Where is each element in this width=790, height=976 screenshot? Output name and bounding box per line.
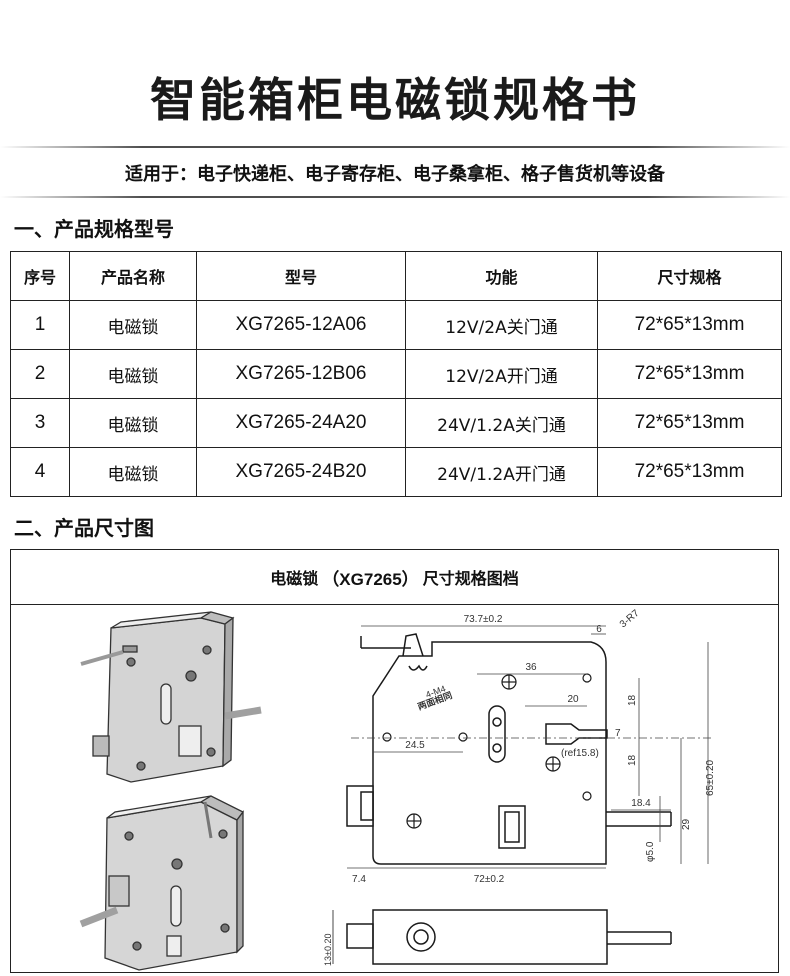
cell-product-name: 电磁锁 (69, 300, 197, 350)
header-function: 功能 (405, 251, 598, 301)
table-row: 1 电磁锁 XG7265-12A06 12V/2A关门通 72*65*13mm (10, 300, 782, 350)
cell-size: 72*65*13mm (597, 349, 782, 399)
dim-ref: (ref15.8) (561, 748, 599, 759)
dim-thickness: 13±0.20 (323, 934, 333, 966)
dim-24-5: 24.5 (405, 740, 425, 751)
subtitle-divider (0, 196, 790, 198)
cell-function: 12V/2A开门通 (405, 349, 598, 399)
dimension-drawing: 73.7±0.2 6 3-R7 36 20 18 18 7 24.5 (ref1… (79, 608, 716, 971)
cell-model: XG7265-24B20 (196, 447, 406, 497)
page-title: 智能箱柜电磁锁规格书 (150, 73, 640, 127)
dim-width-top: 73.7±0.2 (464, 614, 503, 625)
cell-size: 72*65*13mm (597, 447, 782, 497)
section-2-title: 二、产品尺寸图 (14, 516, 154, 540)
drawing-panel-title: 电磁锁 （XG7265） 尺寸规格图档 (11, 550, 778, 605)
header-size: 尺寸规格 (597, 251, 782, 301)
cell-product-name: 电磁锁 (69, 349, 197, 399)
cell-product-name: 电磁锁 (69, 447, 197, 497)
dim-width-bottom: 72±0.2 (474, 874, 505, 885)
cell-size: 72*65*13mm (597, 300, 782, 350)
dim-20: 20 (567, 694, 579, 705)
cell-function: 12V/2A关门通 (405, 300, 598, 350)
lock-front-view (346, 633, 672, 865)
dim-height: 65±0.20 (705, 759, 716, 796)
section-1-title: 一、产品规格型号 (14, 217, 174, 241)
dim-18a: 18 (627, 694, 638, 706)
cell-function: 24V/1.2A关门通 (405, 398, 598, 448)
screw-holes (382, 673, 592, 829)
dimension-labels: 73.7±0.2 6 3-R7 36 20 18 18 7 24.5 (ref1… (323, 608, 716, 966)
table-row: 4 电磁锁 XG7265-24B20 24V/1.2A开门通 72*65*13m… (10, 447, 782, 497)
dim-7: 7 (615, 728, 621, 739)
cell-model: XG7265-12B06 (196, 349, 406, 399)
header-product-name: 产品名称 (69, 251, 197, 301)
dim-7-4: 7.4 (352, 874, 366, 885)
drawing-title-suffix: 尺寸规格图档 (422, 569, 519, 588)
cell-index: 2 (10, 349, 70, 399)
dim-29: 29 (681, 818, 692, 830)
lock-photo-top (80, 611, 262, 783)
cell-index: 3 (10, 398, 70, 448)
dim-6: 6 (596, 624, 602, 635)
cell-product-name: 电磁锁 (69, 398, 197, 448)
header-model: 型号 (196, 251, 406, 301)
drawing-title-model: （XG7265） (322, 569, 419, 589)
cell-index: 4 (10, 447, 70, 497)
table-row: 3 电磁锁 XG7265-24A20 24V/1.2A关门通 72*65*13m… (10, 398, 782, 448)
cell-function: 24V/1.2A开门通 (405, 447, 598, 497)
dim-18-4: 18.4 (631, 798, 651, 809)
page-subtitle: 适用于：电子快递柜、电子寄存柜、电子桑拿柜、格子售货机等设备 (125, 164, 665, 185)
cell-index: 1 (10, 300, 70, 350)
table-header-row: 序号 产品名称 型号 功能 尺寸规格 (10, 251, 782, 301)
cell-model: XG7265-12A06 (196, 300, 406, 350)
dim-r7: 3-R7 (618, 608, 642, 631)
title-divider (0, 146, 790, 148)
dim-phi5: φ5.0 (645, 841, 656, 862)
cell-size: 72*65*13mm (597, 398, 782, 448)
dim-18b: 18 (627, 754, 638, 766)
dim-36: 36 (525, 662, 537, 673)
dimension-lines (347, 625, 711, 869)
spec-table: 序号 产品名称 型号 功能 尺寸规格 1 电磁锁 XG7265-12A06 12… (10, 251, 782, 497)
drawing-title-product: 电磁锁 (270, 569, 319, 588)
drawing-panel: 电磁锁 （XG7265） 尺寸规格图档 (10, 549, 779, 973)
header-index: 序号 (10, 251, 70, 301)
table-row: 2 电磁锁 XG7265-12B06 12V/2A开门通 72*65*13mm (10, 349, 782, 399)
cell-model: XG7265-24A20 (196, 398, 406, 448)
lock-side-view (332, 909, 672, 965)
lock-photo-bottom (79, 795, 244, 971)
